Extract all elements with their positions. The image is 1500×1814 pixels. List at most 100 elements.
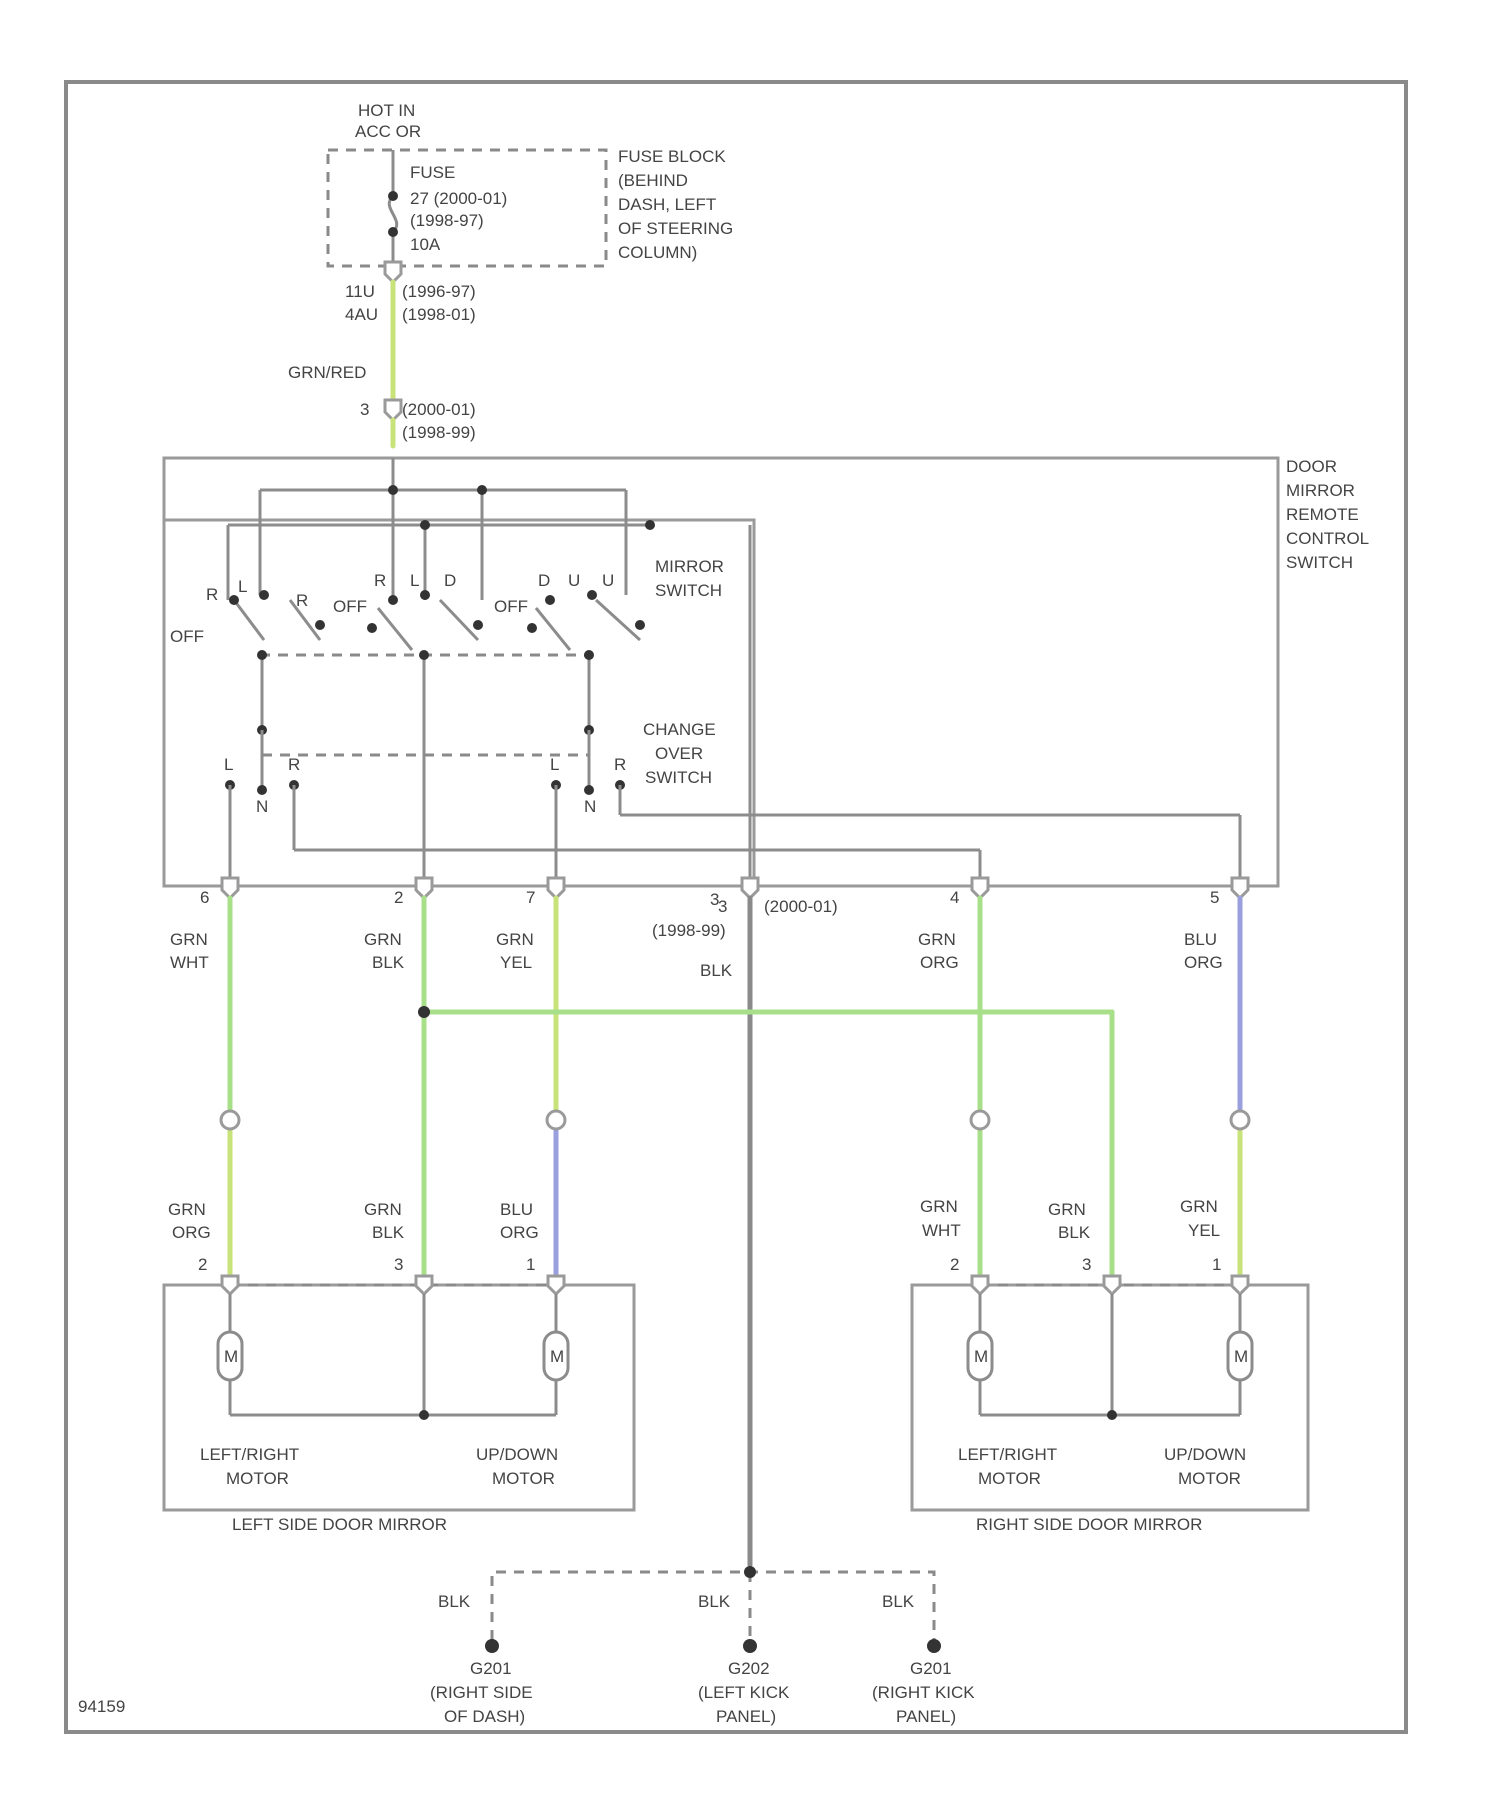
contact-arm-1 xyxy=(234,600,264,640)
changeover-label-2: OVER xyxy=(655,744,703,763)
ground-3-location-2: PANEL) xyxy=(896,1707,956,1726)
fuse-label-line-2: 27 (2000-01) xyxy=(410,189,507,208)
left-mirror-pin-2 xyxy=(222,1276,238,1294)
right-motor-lr-label-1: LEFT/RIGHT xyxy=(958,1445,1057,1464)
contact-node-r2 xyxy=(315,620,325,630)
switch-pins: 6 2 7 3 4 5 xyxy=(200,878,1248,916)
contact-d-1: D xyxy=(444,571,456,590)
contact-node-u xyxy=(420,590,430,600)
right-motor-ud-m: M xyxy=(1234,1347,1248,1366)
fuse-node-bottom xyxy=(388,227,398,237)
splice-node xyxy=(418,1006,430,1018)
right-motor-lr-label-2: MOTOR xyxy=(978,1469,1041,1488)
inline-connector-1 xyxy=(221,1111,239,1129)
inline-connector-4 xyxy=(1231,1111,1249,1129)
switch-pin-6 xyxy=(222,878,238,898)
ground-distribution: BLK BLK BLK G201 (RIGHT SIDE OF DASH) G2… xyxy=(430,1566,975,1726)
connector-top-year-2: (1998-01) xyxy=(402,305,476,324)
connector-top-year-1: (1996-97) xyxy=(402,282,476,301)
ground-3-color: BLK xyxy=(882,1592,915,1611)
power-wire-color: GRN/RED xyxy=(288,363,366,382)
ground-lead-year-1: (2000-01) xyxy=(764,897,838,916)
ground-g201-kick xyxy=(927,1639,941,1653)
ground-1-id: G201 xyxy=(470,1659,512,1678)
wire-pin7-color-2: YEL xyxy=(500,953,532,972)
wire-left-3-color-1: BLU xyxy=(500,1200,533,1219)
switch-pin-label-6: 6 xyxy=(200,888,209,907)
switch-pin-3 xyxy=(742,878,758,898)
fuse-label-line-4: 10A xyxy=(410,235,441,254)
mirror-switch-label-1: MIRROR xyxy=(655,557,724,576)
wire-pin7-color-1: GRN xyxy=(496,930,534,949)
contact-off-3: OFF xyxy=(494,597,528,616)
wire-left-3-color-2: ORG xyxy=(500,1223,539,1242)
right-motor-ud-label-2: MOTOR xyxy=(1178,1469,1241,1488)
switch-name-line-2: MIRROR xyxy=(1286,481,1355,500)
changeover-pos-r-left: R xyxy=(288,755,300,774)
hot-label-line-2: ACC OR xyxy=(355,122,421,141)
ground-3-location-1: (RIGHT KICK xyxy=(872,1683,975,1702)
right-mirror-pin-label-3: 3 xyxy=(1082,1255,1091,1274)
figure-id: 94159 xyxy=(78,1697,125,1716)
contact-node-l1 xyxy=(259,590,269,600)
wire-left-2-color-1: GRN xyxy=(364,1200,402,1219)
left-motor-ud-label-1: UP/DOWN xyxy=(476,1445,558,1464)
ground-lead-pin: 3 xyxy=(710,890,719,909)
ground-2-color: BLK xyxy=(698,1592,731,1611)
contact-node-off3 xyxy=(527,623,537,633)
wire-pin2-color-1: GRN xyxy=(364,930,402,949)
changeover-label-3: SWITCH xyxy=(645,768,712,787)
right-mirror-pin-1 xyxy=(1232,1276,1248,1294)
ground-1-location-1: (RIGHT SIDE xyxy=(430,1683,533,1702)
connector-top-line-2: 4AU xyxy=(345,305,378,324)
fuse-block-outline xyxy=(328,150,606,266)
contact-r-1: R xyxy=(206,585,218,604)
switch-drop-node-1 xyxy=(257,650,267,660)
mirror-switch-label-2: SWITCH xyxy=(655,581,722,600)
fuse-node-top xyxy=(388,191,398,201)
changeover-pos-l-left: L xyxy=(224,755,233,774)
contact-r-2: R xyxy=(296,591,308,610)
switch-pin-5 xyxy=(1232,878,1248,898)
bus-node-1 xyxy=(388,485,398,495)
connector-top-line-1: 11U xyxy=(345,282,375,301)
fuse-symbol xyxy=(389,196,397,232)
bus-node-4 xyxy=(645,520,655,530)
ground-3-id: G201 xyxy=(910,1659,952,1678)
fuse-block-label-line-3: DASH, LEFT xyxy=(618,195,716,214)
changeover-right-n xyxy=(584,785,594,795)
bus-node-3 xyxy=(420,520,430,530)
left-motor-ud-m: M xyxy=(550,1347,564,1366)
ground-lead-year-2: (1998-99) xyxy=(652,921,726,940)
wire-pin4-color-1: GRN xyxy=(918,930,956,949)
fuse-block-label-line-4: OF STEERING xyxy=(618,219,733,238)
changeover-left-n xyxy=(257,785,267,795)
right-common-node xyxy=(1107,1410,1117,1420)
wire-right-1-color-1: GRN xyxy=(920,1197,958,1216)
contact-off-1: OFF xyxy=(170,627,204,646)
wire-pin5-color-2: ORG xyxy=(1184,953,1223,972)
connector-top xyxy=(385,262,401,282)
contact-arm-5 xyxy=(536,608,570,650)
wire-pin6-color-2: WHT xyxy=(170,953,209,972)
left-mirror-pin-label-3: 3 xyxy=(394,1255,403,1274)
door-mirror-remote-control-switch: DOOR MIRROR REMOTE CONTROL SWITCH MIRROR… xyxy=(164,457,1369,916)
switch-name-line-1: DOOR xyxy=(1286,457,1337,476)
left-side-door-mirror: 2 3 1 M M LEFT/RIGHT MOTOR UP/DOWN MOTOR… xyxy=(164,1255,634,1534)
ground-1-location-2: OF DASH) xyxy=(444,1707,525,1726)
left-mirror-pin-3 xyxy=(416,1276,432,1294)
contact-node-d2 xyxy=(545,595,555,605)
connector-mid-pin: 3 xyxy=(360,400,369,419)
right-mirror-outline xyxy=(912,1285,1308,1510)
switch-pin-2 xyxy=(416,878,432,898)
right-mirror-pin-label-2: 2 xyxy=(950,1255,959,1274)
right-motor-ud-label-1: UP/DOWN xyxy=(1164,1445,1246,1464)
inline-connector-3 xyxy=(971,1111,989,1129)
switch-pin-label-7: 7 xyxy=(526,888,535,907)
contact-node-u2 xyxy=(473,620,483,630)
left-mirror-pin-label-2: 2 xyxy=(198,1255,207,1274)
hot-label-line-1: HOT IN xyxy=(358,101,415,120)
changeover-pos-n-right: N xyxy=(584,797,596,816)
fuse-label-line-1: FUSE xyxy=(410,163,455,182)
